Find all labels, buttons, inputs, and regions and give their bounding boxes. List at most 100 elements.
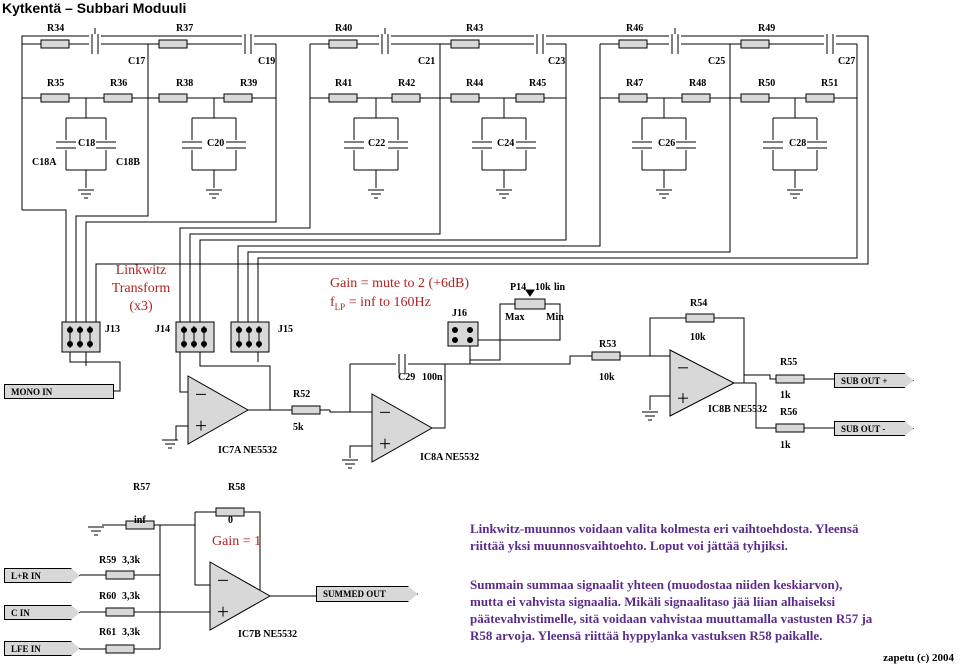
capacitor-gap — [226, 140, 246, 150]
jumper-header — [61, 321, 101, 353]
resistor — [805, 93, 835, 103]
label-r39: R39 — [240, 78, 258, 89]
capacitor-gap — [96, 140, 116, 150]
resistor — [40, 39, 70, 49]
note-paragraph-1: Linkwitz-muunnos voidaan valita kolmesta… — [470, 520, 858, 554]
resistor — [125, 520, 155, 530]
label-c19: C19 — [258, 56, 276, 67]
label-c23: C23 — [548, 56, 566, 67]
jumper-pin — [452, 327, 458, 333]
label-c29: C29 — [398, 372, 416, 383]
gain-note-f: f — [330, 295, 335, 310]
wire — [22, 209, 67, 322]
wire — [179, 352, 188, 393]
gain-note-line-1: Gain = mute to 2 (+6dB) — [330, 276, 470, 291]
resistor — [740, 93, 770, 103]
wire — [257, 210, 858, 322]
capacitor-gap — [676, 140, 696, 150]
resistor — [681, 93, 711, 103]
resistor — [514, 298, 546, 310]
capacitor-gap — [807, 140, 827, 150]
opamp — [187, 375, 250, 445]
wire — [21, 35, 869, 322]
capacitor-gap — [56, 140, 76, 150]
wire — [478, 303, 561, 341]
wire — [175, 425, 188, 440]
label-r55-value: 1k — [780, 390, 791, 401]
label-r38: R38 — [176, 78, 194, 89]
capacitor-gap — [534, 34, 546, 54]
jumper-pin — [467, 327, 473, 333]
label-r36: R36 — [110, 78, 128, 89]
port-sub-out-plus: SUB OUT + — [834, 373, 914, 388]
port-c-in: C IN — [4, 605, 80, 620]
label-r45: R45 — [529, 78, 547, 89]
opamp — [209, 561, 272, 631]
resistor — [740, 39, 770, 49]
linkwitz-transform-note: Linkwitz Transform (x3) — [96, 262, 186, 316]
label-r35: R35 — [47, 78, 65, 89]
resistor — [618, 39, 648, 49]
note-paragraph-2: Summain summaa signaalit yhteen (muodost… — [470, 576, 872, 644]
label-r49: R49 — [758, 23, 776, 34]
port-lr-in: L+R IN — [4, 568, 80, 583]
label-p14: P14 — [510, 282, 527, 293]
components — [40, 34, 836, 654]
resistor — [103, 93, 133, 103]
resistor — [105, 570, 135, 580]
resistor — [215, 507, 245, 517]
resistor — [775, 423, 805, 433]
resistor — [515, 93, 545, 103]
wires — [21, 28, 869, 650]
resistor — [158, 39, 188, 49]
capacitor-gap — [472, 140, 492, 150]
note-2-line-3: päätevahvistimelle, sitä voidaan vahvist… — [470, 611, 873, 626]
note-2-line-2: mutta ei vahvista signaalia. Mikäli sign… — [470, 594, 836, 609]
label-r47: R47 — [626, 78, 644, 89]
linkwitz-line-1: Linkwitz — [115, 263, 167, 278]
note-2-line-4: R58 arvoja. Yleensä riittää hyppylanka v… — [470, 628, 823, 643]
label-c22: C22 — [368, 138, 386, 149]
resistor — [328, 39, 358, 49]
wire — [75, 210, 149, 322]
label-j15: J15 — [278, 324, 293, 335]
jumper-pin — [467, 337, 473, 343]
label-r61-value: 3,3k — [122, 627, 141, 638]
resistor — [618, 93, 648, 103]
label-c20: C20 — [207, 138, 225, 149]
label-r58: R58 — [228, 482, 246, 493]
linkwitz-line-3: (x3) — [129, 299, 153, 314]
label-r59: R59 — [99, 555, 117, 566]
label-c29-value: 100n — [422, 372, 443, 383]
wire — [755, 383, 834, 429]
label-r52: R52 — [293, 389, 311, 400]
resistor — [223, 93, 253, 103]
capacitor-gap — [824, 34, 836, 54]
jumper-pin — [452, 337, 458, 343]
label-r53-value: 10k — [599, 372, 615, 383]
label-r61: R61 — [99, 627, 117, 638]
label-c18a: C18A — [32, 157, 57, 168]
resistor — [391, 93, 421, 103]
capacitor-gap — [344, 140, 364, 150]
label-j14: J14 — [155, 324, 170, 335]
wire — [237, 210, 601, 322]
wire — [620, 355, 671, 378]
label-r46: R46 — [626, 23, 644, 34]
label-r50: R50 — [758, 78, 776, 89]
wire — [189, 210, 441, 322]
resistor — [450, 93, 480, 103]
wire — [69, 352, 121, 392]
label-r48: R48 — [689, 78, 707, 89]
label-r43: R43 — [466, 23, 484, 34]
note-1-line-1: Linkwitz-muunnos voidaan valita kolmesta… — [470, 521, 859, 536]
label-ic7b: IC7B NE5532 — [238, 629, 298, 640]
resistor — [291, 405, 321, 415]
label-r41: R41 — [335, 78, 353, 89]
label-c18b: C18B — [116, 157, 140, 168]
label-pot-min: Min — [546, 312, 564, 323]
label-r57-value: inf — [134, 515, 146, 526]
label-r40: R40 — [335, 23, 353, 34]
wire — [85, 210, 277, 322]
label-c17: C17 — [128, 56, 146, 67]
